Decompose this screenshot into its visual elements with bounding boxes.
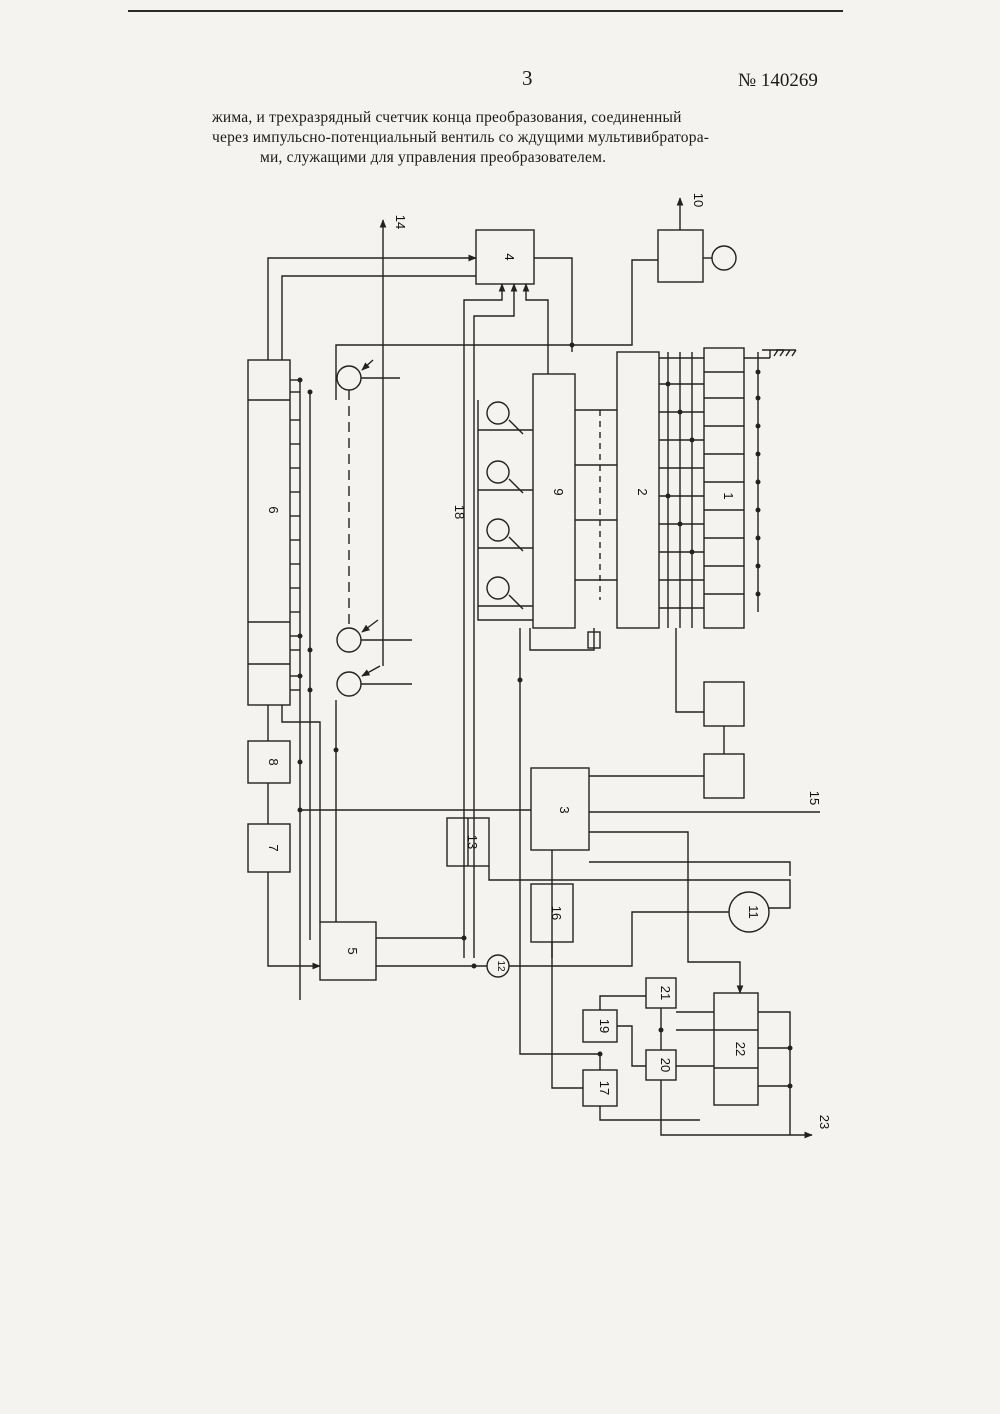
switch-2: [487, 461, 509, 483]
label-block-5: 5: [345, 947, 360, 954]
label-block-7: 7: [266, 844, 281, 851]
label-block-19: 19: [597, 1019, 612, 1033]
block-9: [533, 374, 575, 628]
label-block-11: 11: [746, 905, 761, 919]
switch-3: [487, 519, 509, 541]
label-block-20: 20: [658, 1058, 673, 1072]
multivibrator-mid: [337, 628, 361, 652]
label-block-22: 22: [733, 1042, 748, 1056]
block-10-box: [658, 230, 703, 282]
label-block-1: 1: [721, 492, 736, 499]
label-output-14: 14: [393, 215, 408, 229]
label-output-10: 10: [691, 193, 706, 207]
label-block-2: 2: [635, 488, 650, 495]
label-block-13: 13: [465, 835, 480, 849]
label-block-9: 9: [551, 488, 566, 495]
label-block-16: 16: [549, 906, 564, 920]
block-aux-upper: [704, 682, 744, 726]
label-block-6: 6: [266, 506, 281, 513]
label-block-4: 4: [502, 253, 517, 260]
label-block-17: 17: [597, 1081, 612, 1095]
multivibrator-bottom: [337, 672, 361, 696]
multivibrator-top: [337, 366, 361, 390]
label-output-23: 23: [817, 1115, 832, 1129]
switch-1: [487, 402, 509, 424]
switch-4: [487, 577, 509, 599]
indicator-lamp: [712, 246, 736, 270]
block-aux-lower: [704, 754, 744, 798]
ground-icon: [774, 350, 796, 356]
label-output-15: 15: [807, 791, 822, 805]
block-1: [704, 348, 744, 628]
label-block-3: 3: [557, 806, 572, 813]
label-block-8: 8: [266, 758, 281, 765]
label-block-21: 21: [658, 986, 673, 1000]
label-block-12: 12: [495, 960, 506, 972]
label-line-18: 18: [452, 505, 467, 519]
block-6: [248, 360, 290, 705]
